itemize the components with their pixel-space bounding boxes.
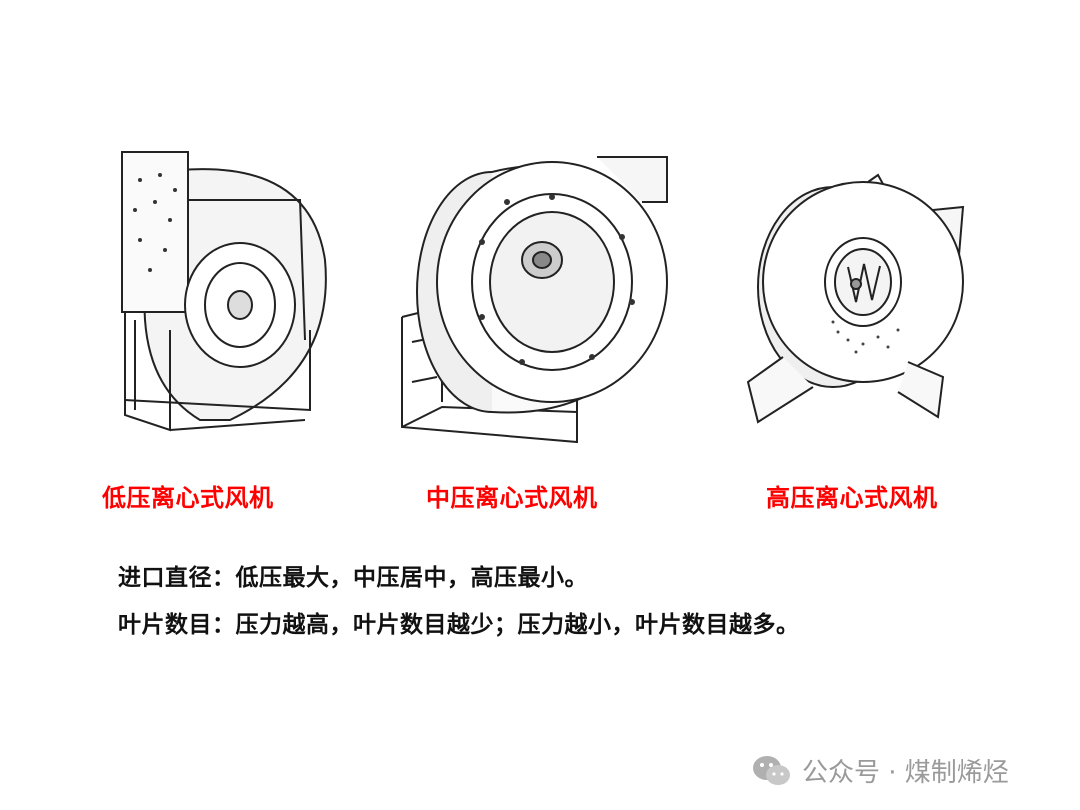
note-inlet-diameter: 进口直径：低压最大，中压居中，高压最小。 bbox=[118, 565, 588, 591]
caption-medium-pressure-fan: 中压离心式风机 bbox=[426, 484, 598, 512]
high-pressure-fan-illustration bbox=[738, 172, 978, 432]
medium-pressure-fan-illustration bbox=[392, 142, 682, 452]
caption-high-pressure-fan: 高压离心式风机 bbox=[766, 484, 938, 512]
watermark: 公众号 · 煤制烯烃 bbox=[752, 752, 1009, 789]
watermark-text: 公众号 · 煤制烯烃 bbox=[802, 758, 1009, 788]
low-pressure-fan-illustration bbox=[110, 140, 350, 440]
note-blade-count: 叶片数目：压力越高，叶片数目越少；压力越小，叶片数目越多。 bbox=[118, 612, 800, 638]
caption-low-pressure-fan: 低压离心式风机 bbox=[102, 484, 274, 512]
wechat-icon bbox=[753, 755, 790, 785]
